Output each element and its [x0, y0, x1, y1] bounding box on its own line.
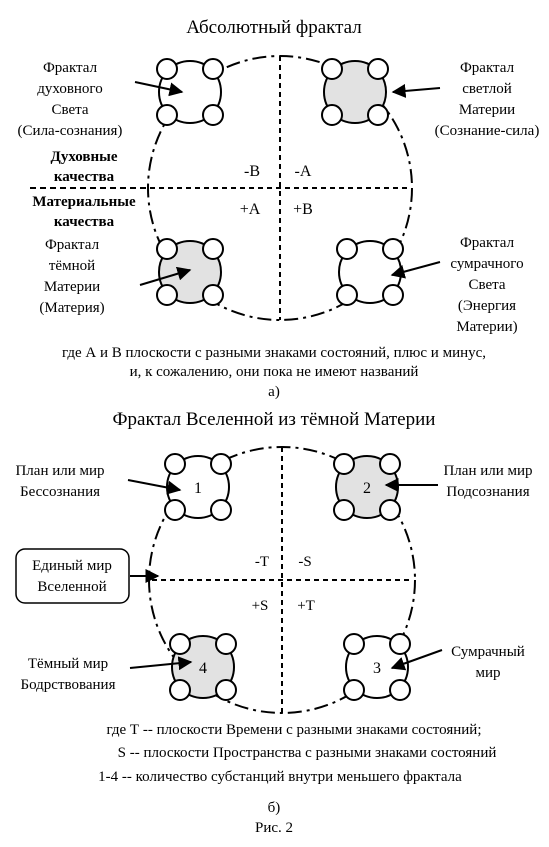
spiritual-qualities-label: Духовные качества	[51, 149, 118, 185]
svg-text:(Материя): (Материя)	[39, 300, 104, 316]
quadrant-b-tr-label: -S	[298, 554, 311, 570]
arrow-1	[127, 479, 182, 495]
svg-text:Бодрствования: Бодрствования	[20, 677, 115, 693]
svg-text:Света: Света	[51, 102, 88, 118]
svg-text:качества: качества	[54, 214, 115, 230]
quadrant-tr-label: -A	[295, 163, 312, 180]
svg-text:План или мир: План или мир	[15, 463, 104, 479]
fractal-dark-matter	[156, 238, 224, 306]
svg-text:мир: мир	[475, 665, 500, 681]
diagram-a-letter: а)	[268, 384, 280, 400]
svg-text:(Энергия: (Энергия	[458, 298, 516, 314]
svg-text:духовного: духовного	[37, 81, 102, 97]
fractal-light-matter	[321, 58, 389, 126]
svg-text:(Сила-сознания): (Сила-сознания)	[18, 123, 123, 139]
svg-text:Фрактал: Фрактал	[43, 60, 98, 76]
label-plan-unconsciousness: План или мир Бессознания	[15, 463, 104, 500]
svg-text:Духовные: Духовные	[51, 149, 118, 165]
quadrant-br-label: +B	[293, 201, 313, 218]
arrow-tl	[134, 81, 184, 97]
quadrant-b-br-label: +T	[297, 598, 315, 614]
svg-text:S -- плоскости Пространства с: S -- плоскости Пространства с разными зн…	[118, 745, 497, 761]
svg-text:где Т -- плоскости Времени с р: где Т -- плоскости Времени с разными зна…	[106, 722, 481, 738]
svg-text:3: 3	[373, 660, 381, 677]
arrow-tr	[391, 83, 441, 98]
quadrant-b-tl-label: -T	[255, 554, 269, 570]
quadrant-bl-label: +A	[240, 201, 261, 218]
fractal-twilight-world: 3	[343, 633, 411, 701]
fractal-spiritual-light	[156, 58, 224, 126]
label-dark-matter: Фрактал тёмной Материи (Материя)	[39, 237, 104, 316]
svg-text:Сумрачный: Сумрачный	[451, 644, 525, 660]
svg-text:Подсознания: Подсознания	[446, 484, 529, 500]
arrow-4	[129, 656, 193, 671]
svg-text:Бессознания: Бессознания	[20, 484, 100, 500]
svg-text:Материи: Материи	[459, 102, 515, 118]
diagram-a: Абсолютный фрактал	[18, 17, 540, 400]
diagram-b-title: Фрактал Вселенной из тёмной Материи	[113, 409, 436, 430]
quadrant-tl-label: -B	[244, 163, 260, 180]
svg-text:1: 1	[194, 480, 202, 497]
svg-text:Фрактал: Фрактал	[460, 235, 515, 251]
label-spiritual-light: Фрактал духовного Света (Сила-сознания)	[18, 60, 123, 139]
material-qualities-label: Материальные качества	[32, 194, 136, 230]
fractal-plan-subconsciousness: 2	[333, 453, 401, 521]
svg-text:4: 4	[199, 660, 207, 677]
svg-text:Единый мир: Единый мир	[32, 558, 112, 574]
diagram-a-note: где А и В плоскости с разными знаками со…	[62, 345, 486, 380]
diagram-a-title: Абсолютный фрактал	[186, 17, 362, 38]
svg-text:тёмной: тёмной	[49, 258, 95, 274]
fractal-dark-world-waking: 4	[169, 633, 237, 701]
label-light-matter: Фрактал светлой Материи (Сознание-сила)	[435, 60, 540, 139]
fractal-twilight-light	[336, 238, 404, 306]
svg-text:Фрактал: Фрактал	[45, 237, 100, 253]
svg-text:План или мир: План или мир	[443, 463, 532, 479]
svg-text:сумрачного: сумрачного	[450, 256, 523, 272]
svg-text:Фрактал: Фрактал	[460, 60, 515, 76]
arrow-br	[390, 261, 441, 279]
svg-text:Тёмный мир: Тёмный мир	[28, 656, 108, 672]
arrow-3	[390, 649, 443, 671]
label-dark-world-waking: Тёмный мир Бодрствования	[20, 656, 115, 693]
svg-text:Света: Света	[468, 277, 505, 293]
svg-text:светлой: светлой	[462, 81, 512, 97]
svg-text:2: 2	[363, 480, 371, 497]
label-twilight-light: Фрактал сумрачного Света (Энергия Матери…	[450, 235, 523, 335]
figure-caption: Рис. 2	[255, 820, 293, 836]
svg-text:Материальные: Материальные	[32, 194, 136, 210]
diagram-b-note: где Т -- плоскости Времени с разными зна…	[98, 722, 496, 785]
label-plan-subconsciousness: План или мир Подсознания	[443, 463, 532, 500]
svg-text:Вселенной: Вселенной	[37, 579, 106, 595]
svg-text:1-4 -- количество субстанций в: 1-4 -- количество субстанций внутри мень…	[98, 769, 462, 785]
svg-text:(Сознание-сила): (Сознание-сила)	[435, 123, 540, 139]
svg-text:качества: качества	[54, 169, 115, 185]
label-twilight-world: Сумрачный мир	[451, 644, 525, 681]
diagram-b: Фрактал Вселенной из тёмной Материи 1 2	[15, 409, 533, 816]
svg-text:и, к сожалению, они пока не им: и, к сожалению, они пока не имеют назван…	[130, 364, 419, 380]
svg-text:где А и В плоскости с разными: где А и В плоскости с разными знаками со…	[62, 345, 486, 361]
diagram-b-letter: б)	[268, 800, 281, 816]
unified-universe-box	[15, 548, 130, 604]
svg-text:Материи): Материи)	[456, 319, 517, 335]
arrow-bl	[139, 266, 192, 286]
fractal-plan-unconsciousness: 1	[164, 453, 232, 521]
unified-universe-label: Единый мир Вселенной	[32, 558, 112, 595]
quadrant-b-bl-label: +S	[252, 598, 269, 614]
svg-text:Материи: Материи	[44, 279, 100, 295]
